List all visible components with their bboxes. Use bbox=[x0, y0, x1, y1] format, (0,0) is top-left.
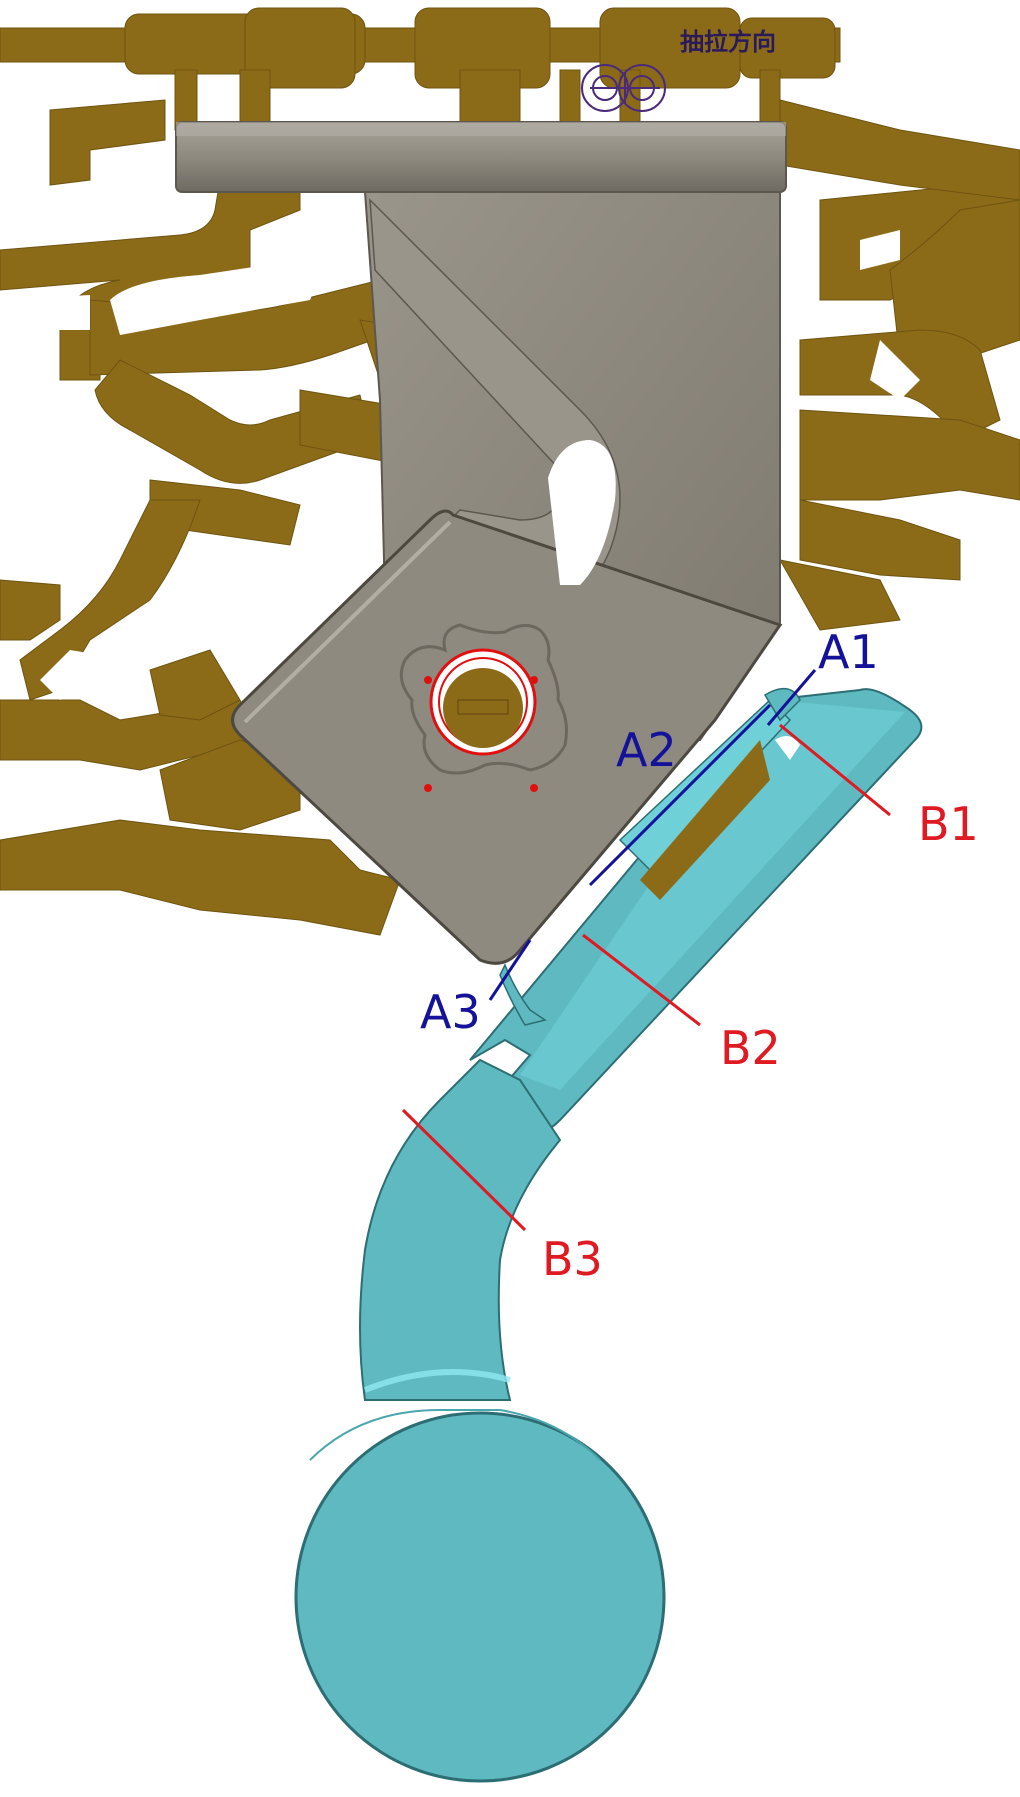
marker-dot bbox=[424, 784, 432, 792]
b3-line bbox=[401, 1108, 527, 1232]
a1-line bbox=[766, 669, 817, 726]
marker-dot bbox=[530, 676, 538, 684]
section-labels: A1 A2 A3 B1 B2 B3 bbox=[420, 625, 979, 1286]
section-lines bbox=[401, 669, 891, 1232]
label-b1: B1 bbox=[918, 797, 979, 851]
casting-part bbox=[294, 687, 923, 1783]
round-pad bbox=[294, 1411, 666, 1783]
a3-line bbox=[488, 939, 532, 1001]
label-b2: B2 bbox=[720, 1021, 781, 1075]
a2-line bbox=[588, 703, 772, 887]
locating-boss-outline bbox=[399, 623, 568, 775]
b2-line bbox=[582, 933, 701, 1027]
runner-gaps bbox=[0, 230, 920, 700]
marker-dot bbox=[530, 784, 538, 792]
slider-core bbox=[175, 121, 787, 965]
b1-line bbox=[779, 723, 891, 817]
label-a3: A3 bbox=[420, 985, 481, 1039]
direction-symbol bbox=[581, 64, 666, 112]
label-a1: A1 bbox=[818, 625, 879, 679]
draw-direction-label: 抽拉方向 bbox=[680, 28, 776, 56]
label-a2: A2 bbox=[616, 723, 677, 777]
marker-dot bbox=[424, 676, 432, 684]
runner-system bbox=[0, 7, 1020, 936]
label-b3: B3 bbox=[542, 1232, 603, 1286]
